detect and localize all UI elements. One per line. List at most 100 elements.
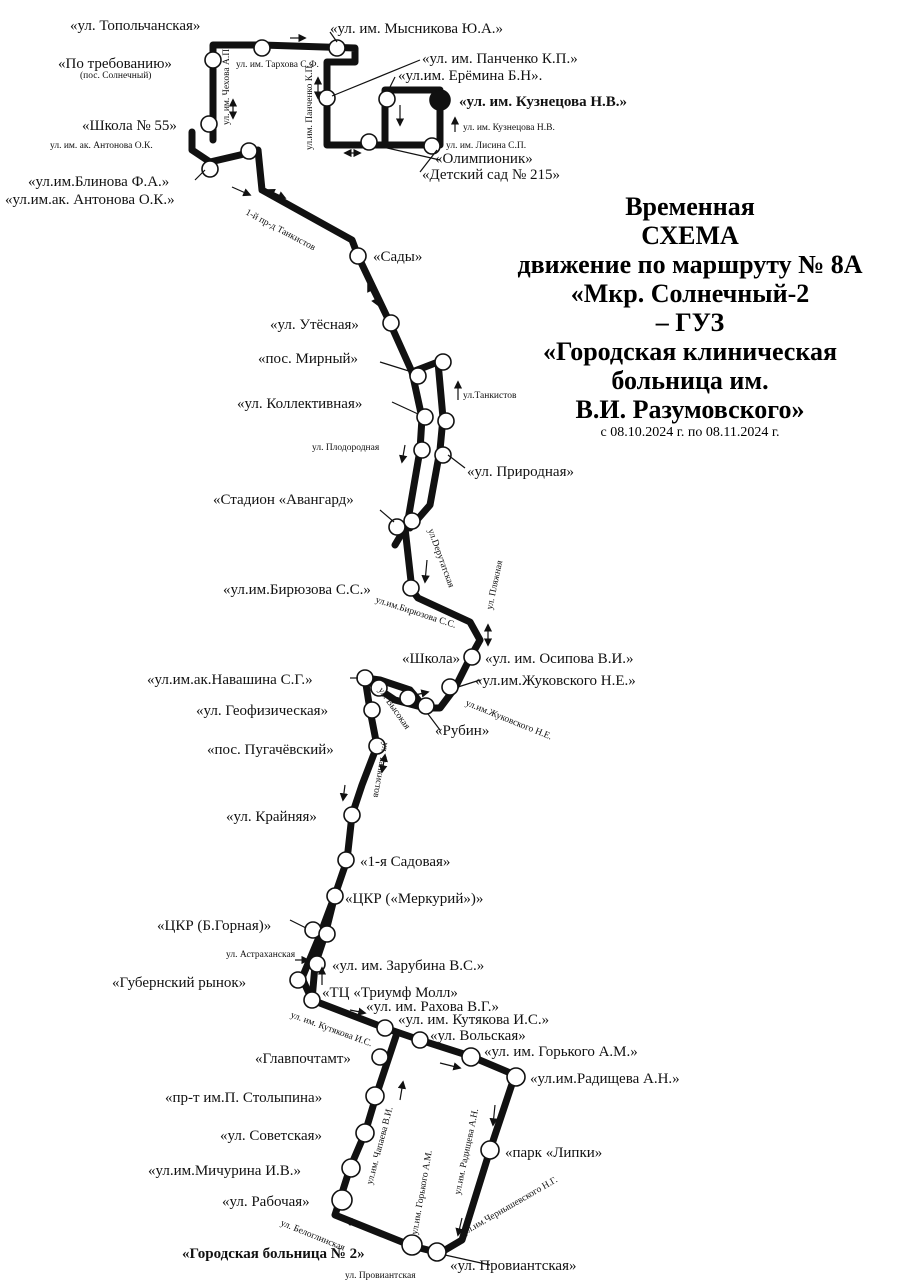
stop-marker-biryuzova: [402, 579, 420, 597]
stop-marker-mirny-2: [434, 353, 452, 371]
stop-marker-glavpochtamt: [371, 1048, 389, 1066]
schedule-dates: с 08.10.2024 г. по 08.11.2024 г.: [600, 425, 780, 440]
title-line: «Мкр. Солнечный-2: [570, 279, 810, 308]
stop-label: «парк «Липки»: [505, 1145, 602, 1161]
stop-label: «ул. Рабочая»: [222, 1194, 310, 1210]
stop-label: «ЦКР («Меркурий»)»: [345, 891, 483, 907]
stop-marker-sovetskaya: [355, 1123, 375, 1143]
stop-marker-blinova: [240, 142, 258, 160]
stop-marker-rabochaya: [331, 1189, 353, 1211]
stop-marker-krainyaya: [343, 806, 361, 824]
title-line: – ГУЗ: [655, 308, 725, 337]
stop-label: «ул. Крайняя»: [226, 809, 317, 825]
stop-label: «ул.им.ак. Антонова О.К.»: [5, 192, 175, 208]
stop-label: «ул. Геофизическая»: [196, 703, 328, 719]
title-line: СХЕМА: [641, 221, 739, 250]
stop-label: «ул.им.Бирюзова С.С.»: [223, 582, 371, 598]
stop-label: «ул.им.ак.Навашина С.Г.»: [147, 672, 313, 688]
route-merkury-tc: [308, 891, 339, 1004]
stop-label: «1-я Садовая»: [360, 854, 450, 870]
street-label: ул. им. ак. Антонова О.К.: [50, 141, 153, 151]
stop-label: «Детский сад № 215»: [422, 167, 560, 183]
stop-label: «ул. им. Зарубина В.С.»: [332, 958, 484, 974]
stop-label: «ул. Коллективная»: [237, 396, 362, 412]
street-label: ул. Пляжная: [485, 559, 505, 611]
street-label: ул.Танкистов: [463, 391, 517, 401]
stop-label: «ул.им.Жуковского Н.Е.»: [475, 673, 636, 689]
street-label: ул.Depутатская: [425, 528, 456, 590]
stop-marker-gorkogo: [461, 1047, 481, 1067]
stop-marker-stolypina: [365, 1086, 385, 1106]
street-label: ул.им. Панченко К.П.: [305, 63, 315, 150]
stop-label: «ул. им. Рахова В.Г.»: [366, 999, 499, 1015]
stop-label: «Школа»: [402, 651, 460, 667]
stop-label: «ул. им. Кутякова И.С.»: [398, 1012, 549, 1028]
stop-marker-rubin-2: [417, 697, 435, 715]
schema-title: Временная СХЕМА движение по маршруту № 8…: [470, 192, 907, 441]
stop-marker-navashina: [356, 669, 374, 687]
route-top-left: [188, 128, 362, 260]
route-navashina-krainyaya: [298, 674, 381, 1004]
stop-marker-panchenko: [318, 89, 336, 107]
stop-marker-kutyakova: [411, 1031, 429, 1049]
stop-marker-bolnitsa2: [401, 1234, 423, 1256]
stop-label: «пос. Мирный»: [258, 351, 358, 367]
stop-label: «ул.им. Ерёмина Б.Н».: [398, 68, 542, 84]
street-label: ул. им. Лисина С.П.: [446, 141, 526, 151]
title-line: «Городская клиническая: [542, 337, 838, 366]
stop-marker-merkury: [326, 887, 344, 905]
stop-label-terminus: «Городская больница № 2»: [182, 1246, 365, 1262]
stop-label: «ул. им. Панченко К.П.»: [422, 51, 578, 67]
stop-marker-sady: [349, 247, 367, 265]
stop-marker-utesnaya: [382, 314, 400, 332]
stop-marker-radishcheva: [506, 1067, 526, 1087]
stop-label-terminus: «ул. им. Кузнецова Н.В.»: [459, 94, 627, 110]
stop-marker-po-trebovaniyu: [204, 51, 222, 69]
stop-label: «ул. Топольчанская»: [70, 18, 200, 34]
street-label: ул. им. Тархова С.Ф.: [236, 60, 319, 70]
route-sady-mirny: [354, 252, 442, 376]
stop-label: «ул. Провиантская»: [450, 1258, 576, 1274]
stop-marker-avangard-2: [403, 512, 421, 530]
stop-marker-olimpionik: [360, 133, 378, 151]
stop-label: «Главпочтамт»: [255, 1051, 351, 1067]
stop-label: «Сады»: [373, 249, 422, 265]
stop-label: «Школа № 55»: [82, 118, 177, 134]
stop-marker-b-gornaya-2: [318, 925, 336, 943]
stop-markers: [200, 39, 526, 1262]
stop-marker-vysokaya: [370, 679, 388, 697]
stop-label: «Стадион «Авангард»: [213, 492, 354, 508]
stop-labels: «ул. Топольчанская» «ул. им. Мысникова Ю…: [5, 18, 680, 1274]
stop-marker-triumf: [303, 991, 321, 1009]
stop-label: «пр-т им.П. Столыпина»: [165, 1090, 322, 1106]
stop-label: «ул. им. Осипова В.И.»: [485, 651, 634, 667]
stop-label: «ул.им.Мичурина И.В.»: [148, 1163, 301, 1179]
stop-marker-pugachevsky: [368, 737, 386, 755]
title-line: Временная: [625, 192, 755, 221]
stop-marker-prirodnaya-1: [413, 441, 431, 459]
stop-marker-kollektivnaya-1: [416, 408, 434, 426]
stop-marker-proviantskaya: [427, 1242, 447, 1262]
route-avangard-biryuzova: [361, 524, 484, 712]
stop-label: «ул. Утёсная»: [270, 317, 359, 333]
stop-marker-rakhova: [376, 1019, 394, 1037]
street-label: ул. им. Кузнецова Н.В.: [463, 123, 555, 133]
stop-label: «ул. им. Горького А.М.»: [484, 1044, 638, 1060]
stop-label: «Олимпионик»: [435, 151, 533, 167]
stop-marker-kuznetsova: [429, 89, 451, 111]
stop-marker-kollektivnaya-2: [437, 412, 455, 430]
stop-marker-sadovaya: [337, 851, 355, 869]
title-line: В.И. Разумовского»: [575, 395, 805, 424]
stop-label: «ЦКР (Б.Горная)»: [157, 918, 271, 934]
stop-marker-detsad215: [423, 137, 441, 155]
stop-marker-avangard-1: [388, 518, 406, 536]
direction-arrows: [228, 33, 498, 1237]
stop-marker-antonova: [201, 160, 219, 178]
stop-label: «ул. Природная»: [467, 464, 574, 480]
stop-label: «ТЦ «Триумф Молл»: [322, 985, 458, 1001]
stop-marker-eremina: [378, 90, 396, 108]
street-label: ул. им. Чехова А.П.: [222, 47, 232, 126]
stop-label: «ул. им. Мысникова Ю.А.»: [330, 21, 503, 37]
street-label: ул. Плодородная: [312, 443, 380, 453]
